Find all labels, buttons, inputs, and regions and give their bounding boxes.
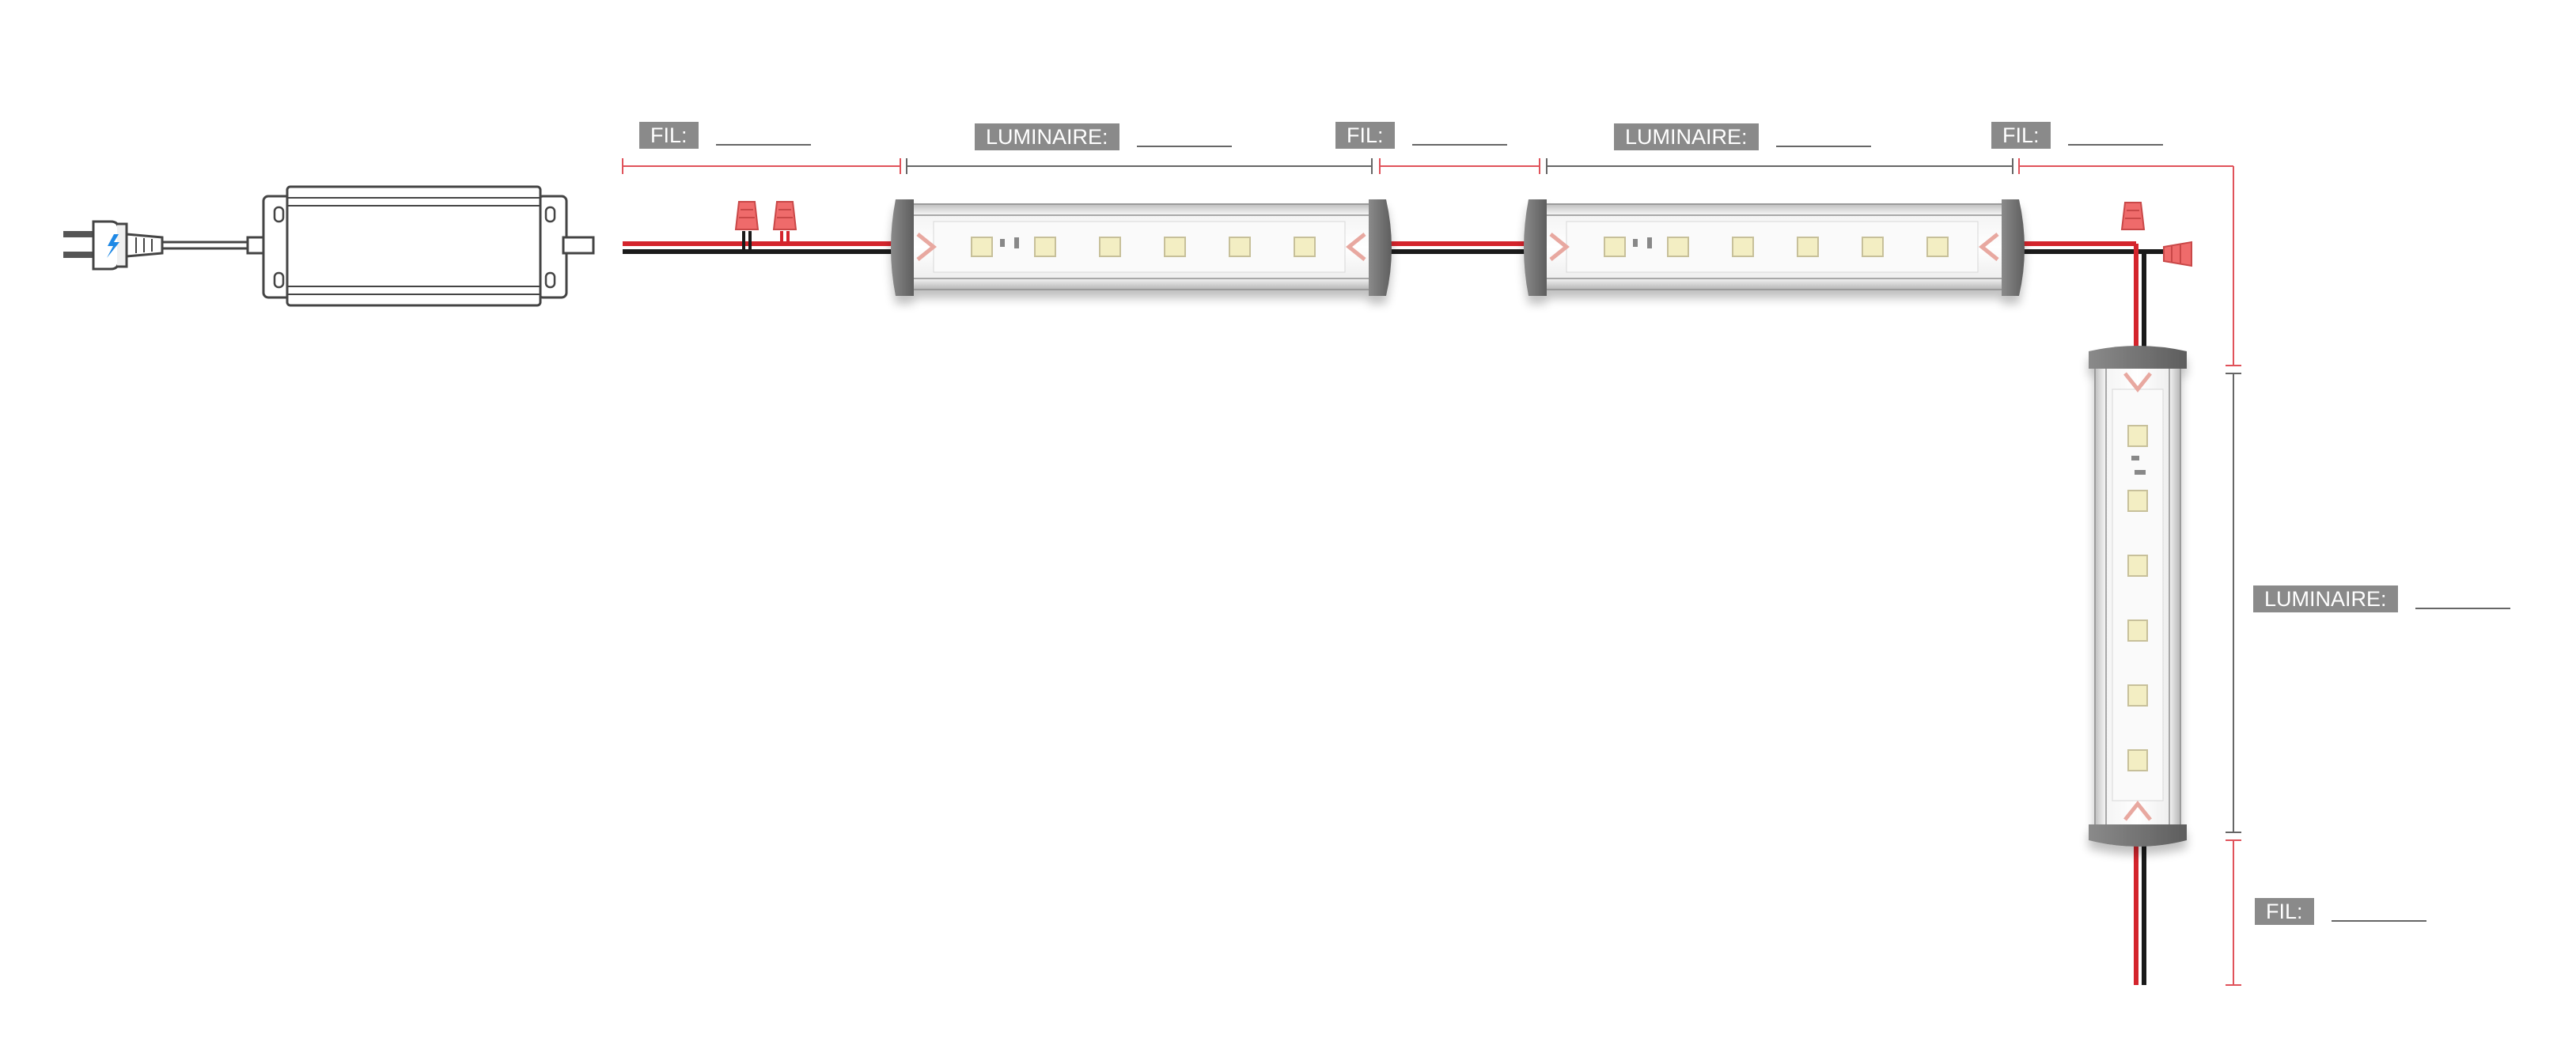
power-supply [246, 185, 595, 307]
wire-tag: FIL: [639, 122, 699, 149]
led-chip [1797, 237, 1819, 257]
led-chip [2127, 425, 2148, 447]
fixture-tag: LUMINAIRE: [2253, 585, 2398, 612]
led-chip [2127, 490, 2148, 512]
wire-tag: FIL: [1991, 122, 2051, 149]
led-chip [1099, 237, 1121, 257]
wire-label-1: FIL: [639, 122, 811, 149]
dimension-line-wire-3 [2018, 158, 2241, 366]
fixture-label-3: LUMINAIRE: [2253, 585, 2510, 612]
fixture-2 [1524, 199, 2025, 296]
dimension-line-wire-1 [622, 158, 901, 174]
blank-field [715, 144, 811, 146]
wire-segment-1 [623, 231, 910, 254]
wire-connector-4 [2163, 241, 2192, 267]
wire-label-2: FIL: [1335, 122, 1507, 149]
fixture-3 [2089, 346, 2187, 847]
blank-field [1136, 146, 1232, 147]
led-chip [1034, 237, 1056, 257]
led-chip [2127, 555, 2148, 577]
wire-label-4: FIL: [2255, 898, 2426, 925]
fixture-tag: LUMINAIRE: [1614, 123, 1759, 150]
dimension-line-fixture-2 [1546, 158, 2013, 174]
wire-segment-2 [1381, 241, 1539, 254]
dimension-line-fixture-3 [2226, 373, 2241, 833]
dimension-line-wire-2 [1379, 158, 1540, 174]
dimension-line-wire-4 [2226, 839, 2241, 986]
led-chip [1604, 237, 1626, 257]
wire-connector-1 [734, 201, 760, 230]
wire-connector-2 [772, 201, 797, 230]
fixture-tag: LUMINAIRE: [975, 123, 1119, 150]
led-chip [2127, 684, 2148, 707]
wire-segment-4 [2134, 839, 2146, 985]
led-chip [1926, 237, 1949, 257]
wire-connector-3 [2120, 202, 2146, 230]
blank-field [2415, 608, 2510, 609]
led-chip [1667, 237, 1689, 257]
led-chip [971, 237, 993, 257]
wire-segment-3 [2016, 241, 2164, 358]
dimension-line-fixture-1 [906, 158, 1373, 174]
led-chip [2127, 620, 2148, 642]
wire-tag: FIL: [2255, 898, 2314, 925]
wire-tag: FIL: [1335, 122, 1395, 149]
fixture-label-2: LUMINAIRE: [1614, 123, 1871, 150]
blank-field [1411, 144, 1507, 146]
wire-label-3: FIL: [1991, 122, 2163, 149]
led-chip [1164, 237, 1186, 257]
fixture-1 [891, 199, 1392, 296]
led-chip [1732, 237, 1754, 257]
blank-field [2067, 144, 2163, 146]
fixture-label-1: LUMINAIRE: [975, 123, 1232, 150]
plug-icon [63, 220, 249, 271]
led-chip [2127, 749, 2148, 771]
blank-field [2331, 920, 2426, 922]
led-chip [1862, 237, 1884, 257]
led-chip [1294, 237, 1316, 257]
led-chip [1229, 237, 1251, 257]
blank-field [1775, 146, 1871, 147]
